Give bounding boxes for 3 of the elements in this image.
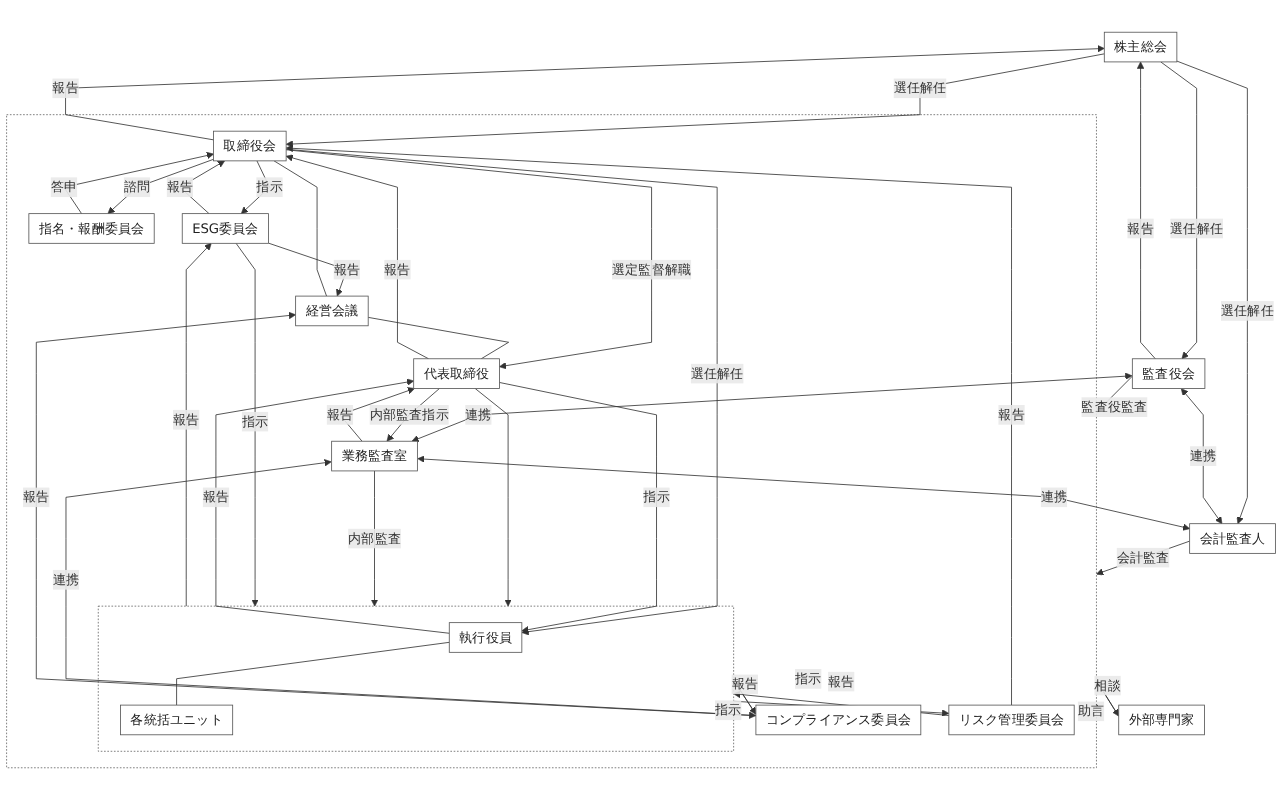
connector bbox=[273, 160, 327, 297]
connector bbox=[176, 641, 450, 706]
connector bbox=[367, 316, 510, 360]
